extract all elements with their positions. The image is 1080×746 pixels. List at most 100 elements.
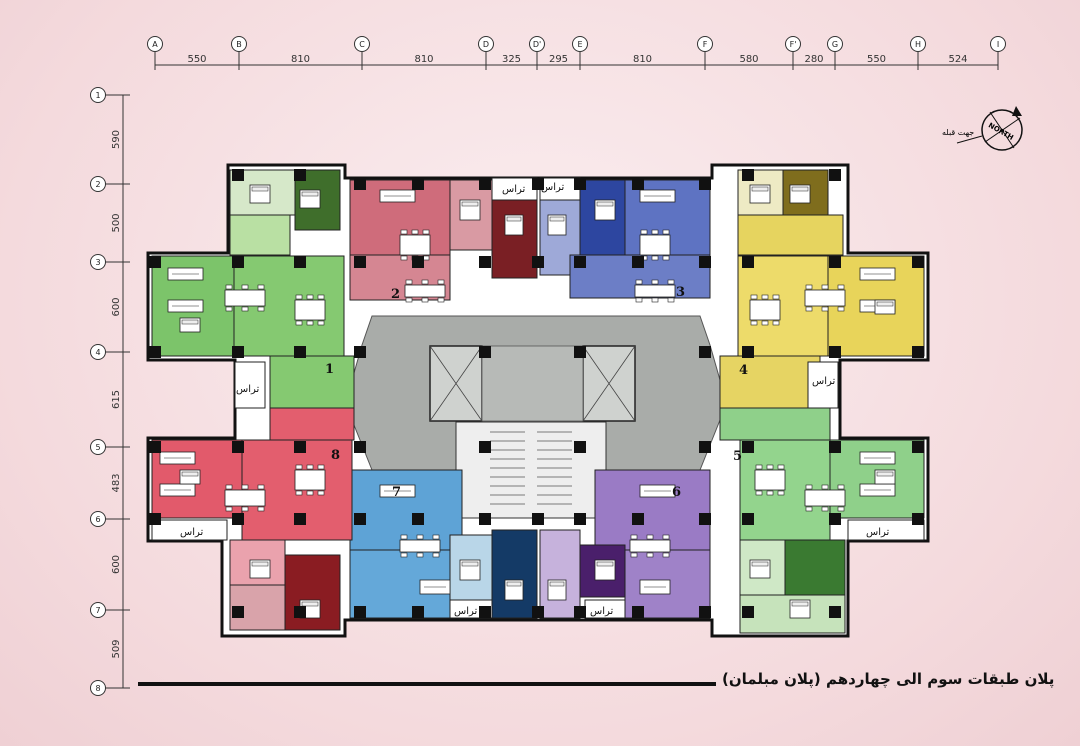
column-bubble: [478, 36, 494, 52]
terrace-label: تراس: [866, 527, 890, 538]
structural-column: [479, 513, 491, 525]
pillow: [876, 471, 894, 477]
structural-column: [699, 513, 711, 525]
furniture-layer: [159, 184, 896, 619]
unit-number: 1: [325, 362, 334, 377]
chair: [646, 552, 654, 558]
chair: [750, 320, 758, 326]
row-label: 7: [95, 606, 100, 615]
pillow: [301, 191, 319, 197]
column-label: D': [533, 40, 541, 49]
chair: [295, 490, 303, 496]
structural-column: [742, 169, 754, 181]
column-spacing: 550: [867, 54, 886, 65]
row-spacing: 509: [111, 639, 122, 658]
column-label: F: [703, 40, 708, 49]
chair: [225, 484, 233, 490]
structural-column: [412, 256, 424, 268]
chair: [821, 284, 829, 290]
chair: [437, 297, 445, 303]
chair: [635, 279, 643, 285]
structural-column: [412, 513, 424, 525]
column-label: B: [236, 40, 242, 49]
title-underline: [138, 682, 716, 686]
column-bubble: [354, 36, 370, 52]
terrace-label: تراس: [812, 376, 836, 387]
structural-column: [699, 346, 711, 358]
column-bubble: [697, 36, 713, 52]
chair: [837, 506, 845, 512]
structural-column: [574, 441, 586, 453]
structural-column: [232, 346, 244, 358]
pillow: [596, 561, 614, 567]
chair: [421, 297, 429, 303]
dining-table: [639, 234, 671, 256]
pillow: [751, 561, 769, 567]
chair: [750, 294, 758, 300]
chair: [821, 506, 829, 512]
column-label: E: [577, 40, 582, 49]
column-bubble: [785, 36, 801, 52]
dining-table: [399, 234, 431, 256]
chair: [257, 484, 265, 490]
structural-column: [294, 513, 306, 525]
column-label: C: [359, 40, 365, 49]
dining-table: [749, 299, 781, 321]
chair: [400, 552, 408, 558]
structural-column: [149, 513, 161, 525]
chair: [241, 484, 249, 490]
unit-number: 4: [739, 363, 748, 378]
chair: [646, 534, 654, 540]
terrace-label: تراس: [236, 384, 260, 395]
row-bubble: [90, 602, 106, 618]
row-spacing: 600: [111, 555, 122, 574]
structural-column: [742, 513, 754, 525]
dining-table: [224, 489, 266, 507]
structural-columns: [149, 169, 924, 618]
pillow: [549, 581, 565, 587]
terrace-label: تراس: [454, 606, 478, 617]
dining-table: [399, 539, 441, 553]
chair: [662, 229, 670, 235]
dining-table: [754, 469, 786, 491]
column-bubble: [147, 36, 163, 52]
chair: [651, 229, 659, 235]
structural-column: [632, 256, 644, 268]
terrace-label: تراس: [590, 606, 614, 617]
row-label: 8: [95, 684, 100, 693]
chair: [821, 484, 829, 490]
structural-column: [742, 441, 754, 453]
unit-number: 5: [733, 449, 742, 464]
chair: [317, 320, 325, 326]
terrace-label: تراس: [541, 182, 565, 193]
unit-7: [349, 469, 538, 619]
structural-column: [912, 513, 924, 525]
unit-number: 7: [392, 485, 401, 500]
chair: [662, 255, 670, 261]
structural-column: [354, 256, 366, 268]
pillow: [791, 186, 809, 192]
terrace-label: تراس: [180, 527, 204, 538]
column-spacing: 810: [291, 54, 310, 65]
structural-column: [742, 606, 754, 618]
column-label: I: [997, 40, 999, 49]
structural-column: [632, 606, 644, 618]
chair: [805, 506, 813, 512]
row-spacing: 590: [111, 130, 122, 149]
structural-column: [829, 606, 841, 618]
row-spacing: 600: [111, 297, 122, 316]
structural-column: [479, 346, 491, 358]
chair: [651, 279, 659, 285]
structural-column: [574, 606, 586, 618]
structural-column: [574, 178, 586, 190]
chair: [761, 294, 769, 300]
unit-6: [539, 469, 711, 619]
row-label: 2: [95, 180, 100, 189]
pillow: [506, 581, 522, 587]
column-label: A: [152, 40, 158, 49]
column-spacing: 295: [549, 54, 568, 65]
dining-table: [294, 299, 326, 321]
chair: [662, 534, 670, 540]
column-bubble: [827, 36, 843, 52]
